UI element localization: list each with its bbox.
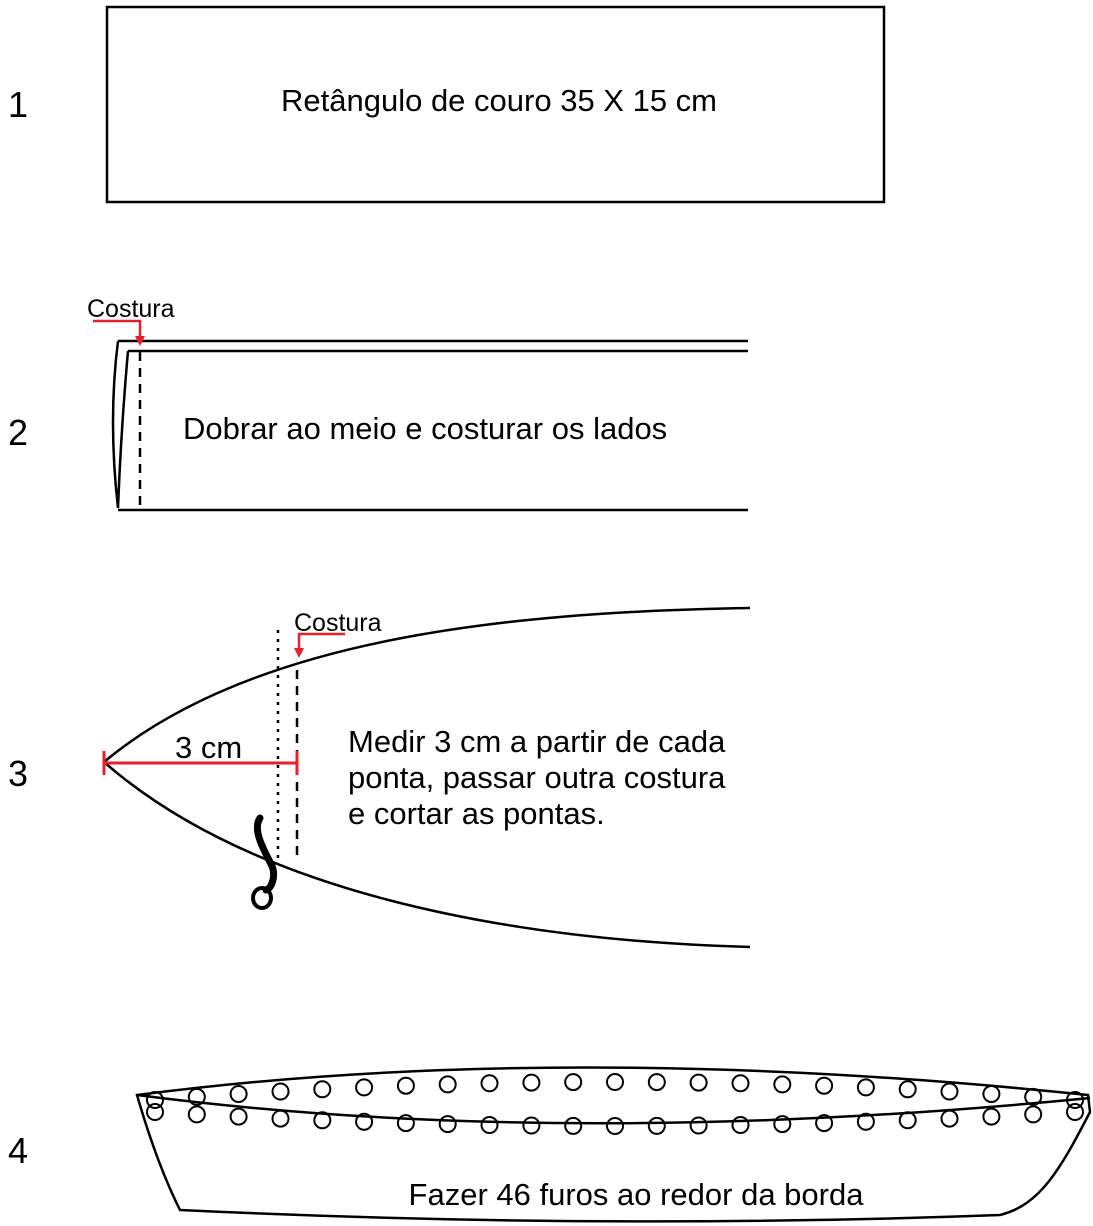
hole-icon <box>731 1074 750 1093</box>
hole-icon <box>606 1073 624 1091</box>
hole-icon <box>606 1117 624 1135</box>
pouch-lower-curve <box>103 761 751 949</box>
hole-icon <box>1024 1087 1043 1106</box>
fold-side-edge <box>111 340 130 509</box>
hole-icon <box>773 1075 792 1094</box>
hole-icon <box>146 1091 164 1109</box>
hole-icon <box>522 1073 541 1092</box>
pouch-rim <box>136 1093 1091 1125</box>
hole-icon <box>815 1114 834 1133</box>
step-3: 3 Costura 3 cm Medir 3 cm a partir de ca… <box>8 606 751 949</box>
hole-icon <box>773 1115 792 1134</box>
hole-icon <box>815 1076 834 1095</box>
hole-icon <box>438 1075 457 1094</box>
step-4-number: 4 <box>8 1130 28 1171</box>
hole-icon <box>313 1111 332 1130</box>
pouch-upper-curve <box>103 606 751 763</box>
hole-icon <box>522 1116 541 1135</box>
leather-rectangle <box>105 5 886 204</box>
step-2-number: 2 <box>8 412 28 453</box>
hole-icon <box>187 1105 206 1124</box>
hole-icon <box>982 1107 1001 1126</box>
hole-icon <box>1066 1103 1084 1121</box>
hole-icon <box>564 1073 583 1092</box>
hole-icon <box>647 1116 666 1135</box>
step-3-line-1: Medir 3 cm a partir de cada <box>348 724 726 759</box>
hole-icon <box>396 1114 415 1133</box>
step-3-line-3: e cortar as pontas. <box>348 796 605 831</box>
hole-icon <box>856 1112 875 1131</box>
hole-icon <box>480 1074 499 1093</box>
step-1: 1 Retângulo de couro 35 X 15 cm <box>8 5 886 204</box>
hole-icon <box>1066 1091 1084 1109</box>
step-4-label: Fazer 46 furos ao redor da borda <box>409 1177 865 1212</box>
hole-icon <box>898 1111 917 1130</box>
hole-icon <box>898 1080 917 1099</box>
hole-icon <box>355 1078 374 1097</box>
pouch-body <box>135 1066 1092 1223</box>
scissors-icon <box>251 814 278 910</box>
hole-icon <box>271 1109 290 1128</box>
step-3-line-2: ponta, passar outra costura <box>348 760 726 795</box>
step-2-label: Dobrar ao meio e costurar os lados <box>183 411 667 446</box>
step-3-seam-label: Costura <box>294 609 382 637</box>
step-1-label: Retângulo de couro 35 X 15 cm <box>281 83 717 118</box>
hole-icon <box>438 1115 457 1134</box>
step-4: 4 Fazer 46 furos ao redor da borda <box>8 1066 1092 1223</box>
step-2-seam-label: Costura <box>87 295 175 323</box>
hole-icon <box>1024 1105 1043 1124</box>
hole-icon <box>856 1078 875 1097</box>
hole-icon <box>229 1085 248 1103</box>
holes-lower-row <box>146 1103 1084 1135</box>
hole-icon <box>982 1085 1001 1103</box>
hole-icon <box>229 1107 248 1126</box>
step-2: 2 Costura Dobrar ao meio e costurar os l… <box>8 295 748 512</box>
step-3-number: 3 <box>8 753 28 794</box>
seam-arrow-line-3 <box>297 632 345 650</box>
step-1-number: 1 <box>8 84 28 125</box>
hole-icon <box>313 1080 332 1099</box>
hole-icon <box>731 1116 750 1134</box>
hole-icon <box>396 1076 415 1095</box>
seam-arrow-head <box>135 336 145 346</box>
hole-icon <box>146 1103 164 1121</box>
hole-icon <box>689 1073 708 1092</box>
hole-icon <box>940 1109 959 1128</box>
hole-icon <box>940 1082 959 1101</box>
hole-icon <box>271 1082 290 1101</box>
hole-icon <box>480 1116 499 1134</box>
holes-upper-row <box>146 1073 1084 1109</box>
measure-label: 3 cm <box>175 730 242 765</box>
seam-arrow-head-3 <box>294 648 304 658</box>
hole-icon <box>647 1073 666 1092</box>
hole-icon <box>355 1112 374 1131</box>
hole-icon <box>187 1087 206 1106</box>
hole-icon <box>689 1116 708 1135</box>
seam-arrow-line <box>93 319 142 338</box>
hole-icon <box>564 1116 583 1135</box>
